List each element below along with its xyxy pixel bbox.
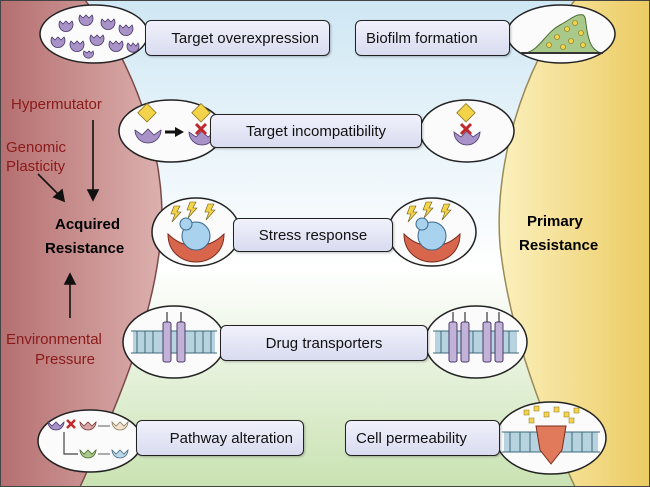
stress-response-left-icon [151, 197, 241, 267]
target-incompatibility-left-icon [118, 99, 224, 163]
genomic-label: Genomic [6, 139, 67, 156]
stress-response-right-icon [387, 197, 477, 267]
hypermutator-label: Hypermutator [11, 96, 102, 113]
target-incompatibility-right-icon [419, 99, 515, 163]
target-overexpression-label: Target overexpression [145, 20, 330, 56]
biofilm-formation-label: Biofilm formation [355, 20, 510, 56]
drug-transporters-label: Drug transporters [220, 325, 428, 361]
pathway-alteration-icon [37, 409, 143, 473]
primary-title-line2: Resistance [519, 237, 599, 254]
pressure-label: Pressure [35, 351, 96, 368]
primary-title-line1: Primary [527, 213, 583, 230]
pathway-alteration-label: Pathway alteration [136, 420, 304, 456]
environmental-label: Environmental [6, 331, 102, 348]
biofilm-icon [506, 4, 616, 64]
cell-permeability-label: Cell permeability [345, 420, 500, 456]
target-incompatibility-label: Target incompatibility [210, 114, 422, 148]
stress-response-label: Stress response [233, 218, 393, 252]
drug-transporters-left-icon [122, 305, 226, 379]
acquired-arrows [37, 120, 100, 318]
cell-permeability-icon [495, 401, 607, 475]
acquired-title-line2: Resistance [45, 240, 125, 257]
plasticity-label: Plasticity [6, 158, 66, 175]
drug-transporters-right-icon [424, 305, 528, 379]
acquired-title-line1: Acquired [55, 216, 121, 233]
target-overexpression-icon [39, 4, 149, 64]
